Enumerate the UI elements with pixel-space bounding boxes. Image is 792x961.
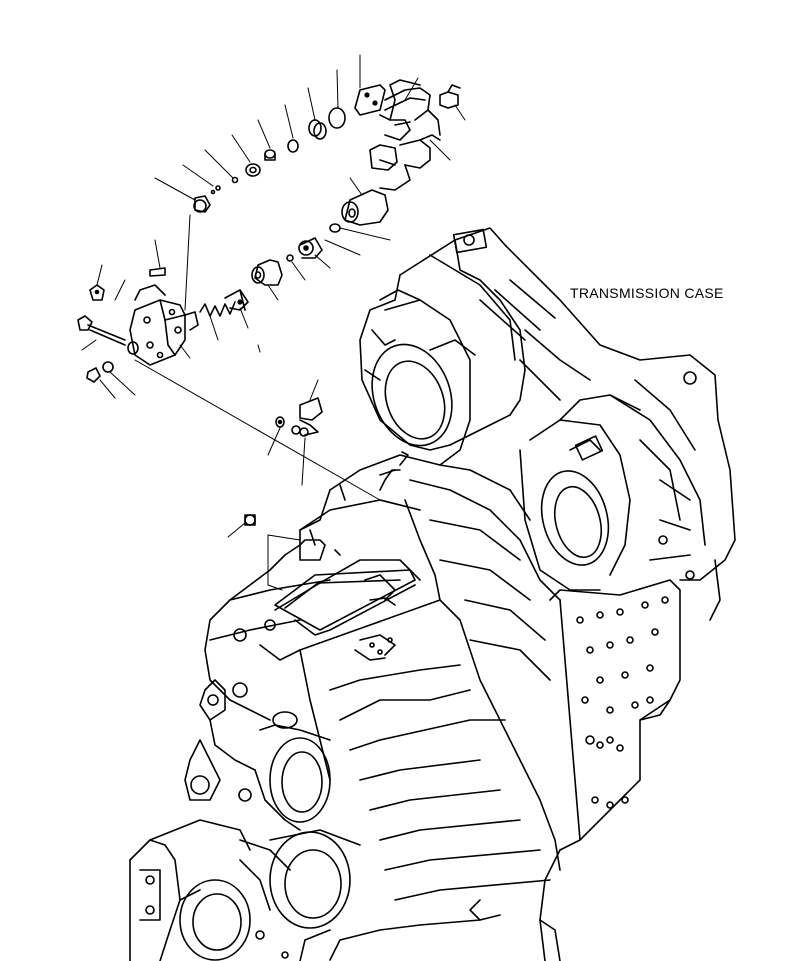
transmission-case-label: TRANSMISSION CASE: [570, 285, 724, 301]
transmission-case: [129, 227, 736, 961]
leader-lines: [81, 54, 466, 591]
valve-plate: [274, 529, 416, 661]
exploded-parts: [77, 79, 461, 526]
